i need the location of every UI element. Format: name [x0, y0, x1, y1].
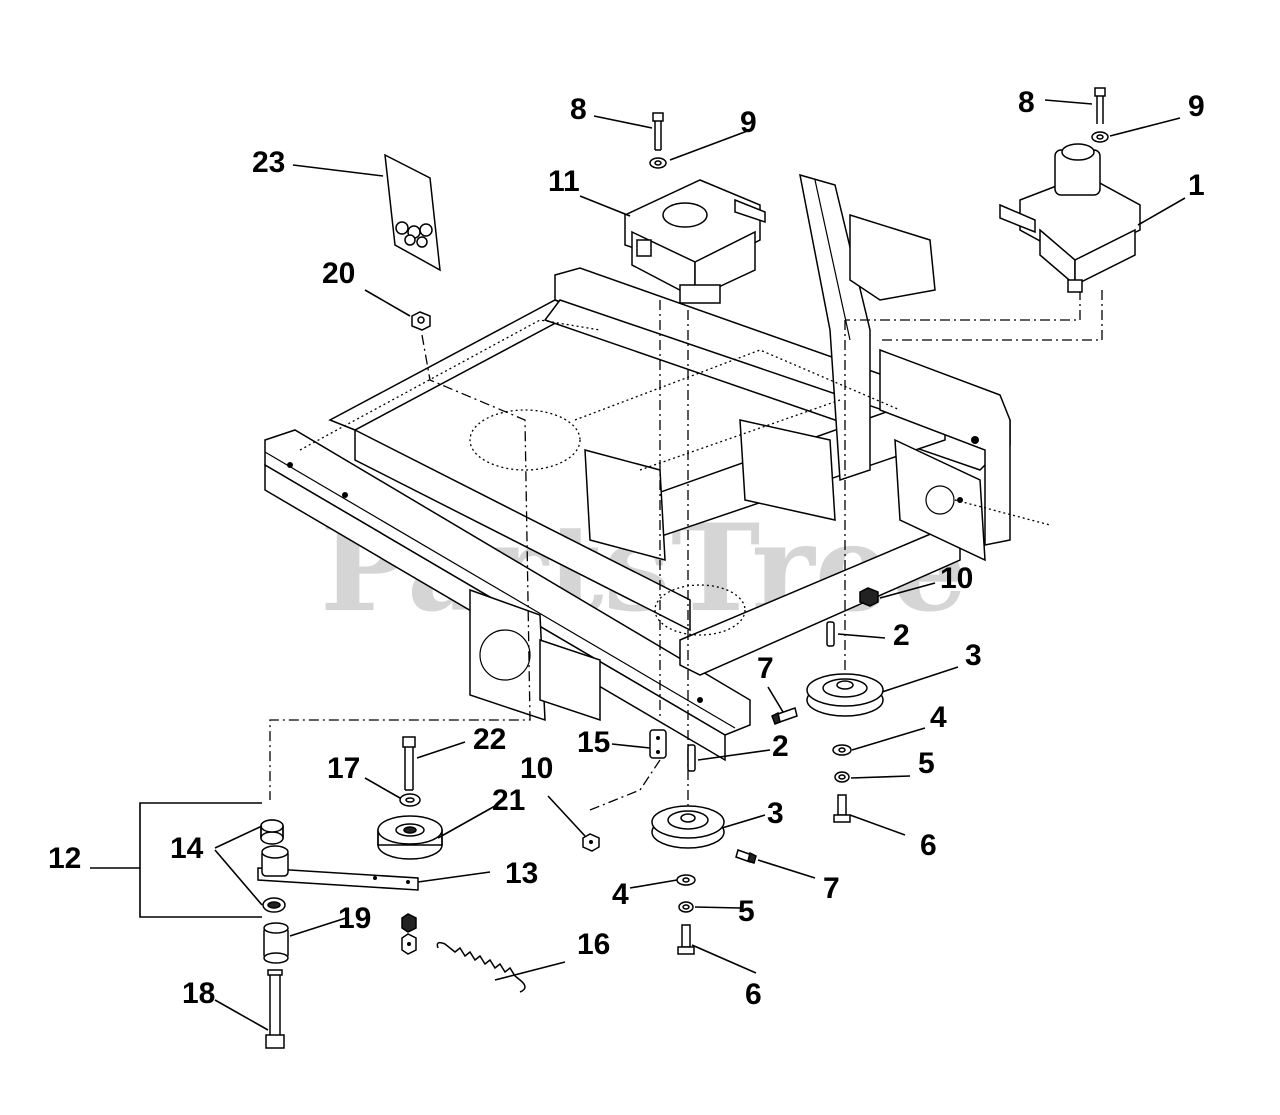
key-part-2-right	[826, 621, 835, 647]
shoulder-bolt-part-18	[265, 969, 285, 1049]
idler-arm-part-13	[257, 845, 419, 891]
label-22: 22	[473, 723, 506, 756]
label-7-lower: 7	[823, 872, 840, 905]
label-10-right: 10	[940, 562, 973, 595]
hydro-unit-part-11	[624, 179, 766, 304]
label-6-left: 6	[745, 978, 762, 1011]
pulley-part-3-right	[806, 673, 884, 717]
label-18: 18	[182, 977, 215, 1010]
bolt-part-8-left	[652, 112, 664, 151]
label-11: 11	[548, 165, 580, 198]
spring-part-16	[436, 941, 526, 993]
bushing-part-14-upper	[260, 819, 284, 845]
label-20: 20	[322, 257, 355, 290]
label-1: 1	[1188, 169, 1205, 202]
label-5-left: 5	[738, 895, 755, 928]
washer-part-4-right	[832, 744, 852, 756]
coupler-part-15	[649, 729, 667, 759]
label-8-right: 8	[1018, 86, 1035, 119]
label-15: 15	[577, 726, 610, 759]
nut-part-10-right	[859, 587, 879, 607]
label-4-right: 4	[930, 701, 947, 734]
label-9-left: 9	[740, 106, 757, 139]
set-screw-part-7-lower	[735, 849, 757, 864]
label-3-left: 3	[767, 797, 784, 830]
label-8-left: 8	[570, 93, 587, 126]
label-13: 13	[505, 857, 538, 890]
spacer-part-19	[263, 922, 289, 964]
label-10-left: 10	[520, 752, 553, 785]
nut-part-10-left	[582, 833, 600, 852]
bracket-part-12	[139, 802, 262, 918]
label-14: 14	[170, 832, 204, 865]
nuts-under-idler-arm	[401, 913, 417, 955]
bolt-part-8-right	[1094, 87, 1106, 124]
decal-part-23	[384, 153, 441, 272]
label-17: 17	[327, 752, 360, 785]
label-16: 16	[577, 928, 610, 961]
label-5-right: 5	[918, 747, 935, 780]
label-21: 21	[492, 784, 525, 817]
lock-washer-part-5-left	[678, 901, 694, 913]
label-12: 12	[48, 842, 81, 875]
label-3-right: 3	[965, 639, 982, 672]
label-6-right: 6	[920, 829, 937, 862]
label-19: 19	[338, 902, 371, 935]
bolt-part-6-left	[677, 924, 695, 955]
assembly-centre-lines	[269, 290, 1103, 830]
leader-lines	[90, 99, 1186, 1031]
label-2-right: 2	[893, 619, 910, 652]
bolt-part-6-right	[833, 794, 851, 823]
bushing-part-14-lower	[262, 897, 286, 913]
label-4-left: 4	[612, 878, 629, 911]
lock-washer-part-5-right	[834, 771, 850, 783]
set-screw-part-7-upper	[771, 707, 798, 725]
label-2-left: 2	[772, 730, 789, 763]
idler-pulley-part-21	[377, 815, 443, 860]
label-23: 23	[252, 146, 285, 179]
part-number-labels: 23 20 8 9 11 8 9 1 10 2 3 7 4 5 6 15 2 1…	[48, 86, 1205, 1011]
label-7-upper: 7	[757, 652, 774, 685]
hydro-unit-part-1	[999, 143, 1141, 293]
label-9-right: 9	[1188, 90, 1205, 123]
chassis-frame	[264, 173, 1051, 762]
washer-part-4-left	[676, 874, 696, 886]
pulley-part-3-left	[651, 805, 725, 849]
nut-part-20	[411, 311, 431, 331]
washer-part-9-right	[1091, 131, 1109, 143]
washer-part-9-left	[649, 157, 667, 169]
key-part-2-left	[687, 744, 696, 772]
bolt-part-22	[402, 736, 416, 791]
washer-part-17	[399, 793, 421, 807]
